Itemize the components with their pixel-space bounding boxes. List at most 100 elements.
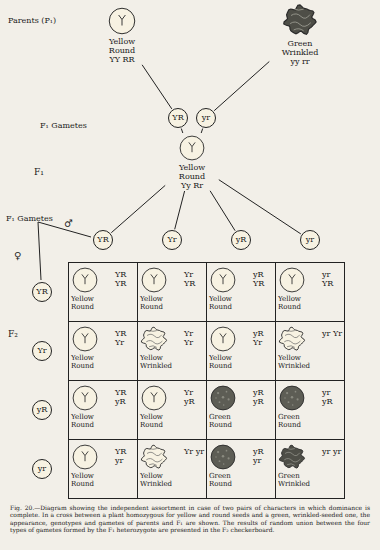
seed-speckle [228, 457, 230, 459]
cell-left-column: Yellow Wrinkled [140, 443, 184, 495]
seed-speckle [286, 392, 288, 394]
seed-node: Yellow RoundYy Rr [166, 134, 218, 190]
gamete-row-label: F₁ Gametes [6, 214, 53, 223]
seed-illustration [209, 325, 237, 353]
wrinkle-line [149, 346, 157, 348]
gamete-label: YR [172, 114, 183, 122]
genotype-label: yr Yr [322, 329, 342, 338]
checkerboard-cell: Yellow RoundYR Yr [68, 321, 138, 381]
seed-illustration [140, 384, 168, 412]
label-slot: F₂ [8, 322, 18, 341]
genotype-label: yr yr [322, 447, 342, 456]
checkerboard-cell: Yellow WrinkledYr yr [137, 439, 207, 499]
seed-outline [280, 386, 304, 410]
genotype-label: YR yR [115, 388, 135, 406]
cell-right-column: yr Yr [322, 325, 342, 377]
gamete-circle: yr [300, 230, 320, 250]
seed-outline [280, 268, 304, 292]
cell-right-column: yR yR [253, 384, 273, 436]
cell-left-column: Yellow Round [278, 266, 322, 318]
wrinkle-line [284, 341, 300, 344]
cell-right-column: YR yR [115, 384, 135, 436]
label-slot: F₁ Gametes [6, 206, 53, 225]
seed-speckle [297, 398, 299, 400]
wrinkle-line [150, 448, 157, 450]
phenotype-label: Yellow Round [71, 472, 115, 488]
cell-right-column: yr yr [322, 443, 342, 495]
cell-right-column: YR Yr [115, 325, 135, 377]
phenotype-label: Yellow Round [140, 413, 184, 429]
label-slot: F₁ Gametes [40, 113, 87, 132]
cell-left-column: Yellow Round [209, 325, 253, 377]
checkerboard-cell: Green Wrinkledyr yr [275, 439, 345, 499]
wrinkle-line [147, 334, 162, 337]
seed-speckle [222, 455, 225, 458]
connector-line [175, 191, 185, 229]
seed-speckle [219, 460, 221, 462]
seed-speckle [223, 404, 225, 406]
genotype-label: YR yr [115, 447, 135, 465]
cell-right-column: yr YR [322, 266, 342, 318]
connector-line [210, 191, 235, 231]
label-slot: Parents (P₁) [8, 8, 56, 27]
cell-right-column: yr yR [322, 384, 342, 436]
genotype-label: YR Yr [115, 329, 135, 347]
seed-outline [211, 445, 235, 469]
seed-illustration [209, 384, 237, 412]
gamete-circle: yR [231, 230, 251, 250]
wrinkle-line [146, 459, 162, 462]
genotype-label: yr yR [322, 388, 342, 406]
cell-right-column: yR YR [253, 266, 273, 318]
seed-outline [279, 327, 304, 350]
genotype-label: yr YR [322, 270, 342, 288]
seed-illustration [278, 443, 306, 471]
cell-left-column: Yellow Round [71, 384, 115, 436]
seed-illustration [278, 325, 306, 353]
gamete-label: Yr [37, 347, 46, 355]
wrinkle-line [288, 448, 295, 450]
genotype-label: yR Yr [253, 329, 273, 347]
genotype-label: YY RR [109, 55, 134, 64]
gamete-label: yR [236, 236, 247, 244]
cell-left-column: Yellow Round [71, 266, 115, 318]
cell-left-column: Yellow Wrinkled [278, 325, 322, 377]
gamete-circle: yR [32, 400, 52, 420]
genotype-label: yR YR [253, 270, 273, 288]
cell-left-column: Yellow Round [71, 443, 115, 495]
connector-line [201, 129, 203, 134]
gamete-label: YR [97, 236, 108, 244]
genotype-label: Yr Yr [184, 329, 204, 347]
seed-illustration [278, 384, 306, 412]
seed-outline [142, 268, 166, 292]
genotype-label: Yr YR [184, 270, 204, 288]
seed-outline [141, 327, 166, 350]
seed-speckle [226, 391, 228, 393]
seed-illustration [71, 325, 99, 353]
phenotype-label: Yellow Round [169, 163, 215, 181]
phenotype-label: Yellow Round [99, 37, 145, 55]
connector-line [214, 62, 269, 111]
hilum-mark [82, 274, 88, 284]
hilum-mark [82, 333, 88, 343]
checkerboard-cell: Green RoundyR yr [206, 439, 276, 499]
phenotype-label: Yellow Round [209, 295, 253, 311]
gamete-circle: YR [32, 282, 52, 302]
phenotype-label: Green Wrinkled [277, 39, 323, 57]
phenotype-label: Yellow Round [71, 295, 115, 311]
phenotype-label: Green Round [209, 413, 253, 429]
genotype-label: yR yr [253, 447, 273, 465]
wrinkle-line [290, 22, 311, 26]
cell-left-column: Yellow Round [209, 266, 253, 318]
cell-left-column: Yellow Wrinkled [140, 325, 184, 377]
sex-symbol: ♂ [64, 218, 73, 229]
seed-speckle [217, 451, 219, 453]
wrinkle-line [295, 9, 304, 11]
seed-illustration [140, 443, 168, 471]
gamete-circle: Yr [162, 230, 182, 250]
phenotype-label: Green Round [209, 472, 253, 488]
checkerboard-cell: Yellow RoundYr yR [137, 380, 207, 440]
wrinkle-line [146, 341, 162, 344]
generation-label: F₁ [34, 167, 44, 177]
cell-right-column: yR Yr [253, 325, 273, 377]
seed-speckle [223, 463, 225, 465]
